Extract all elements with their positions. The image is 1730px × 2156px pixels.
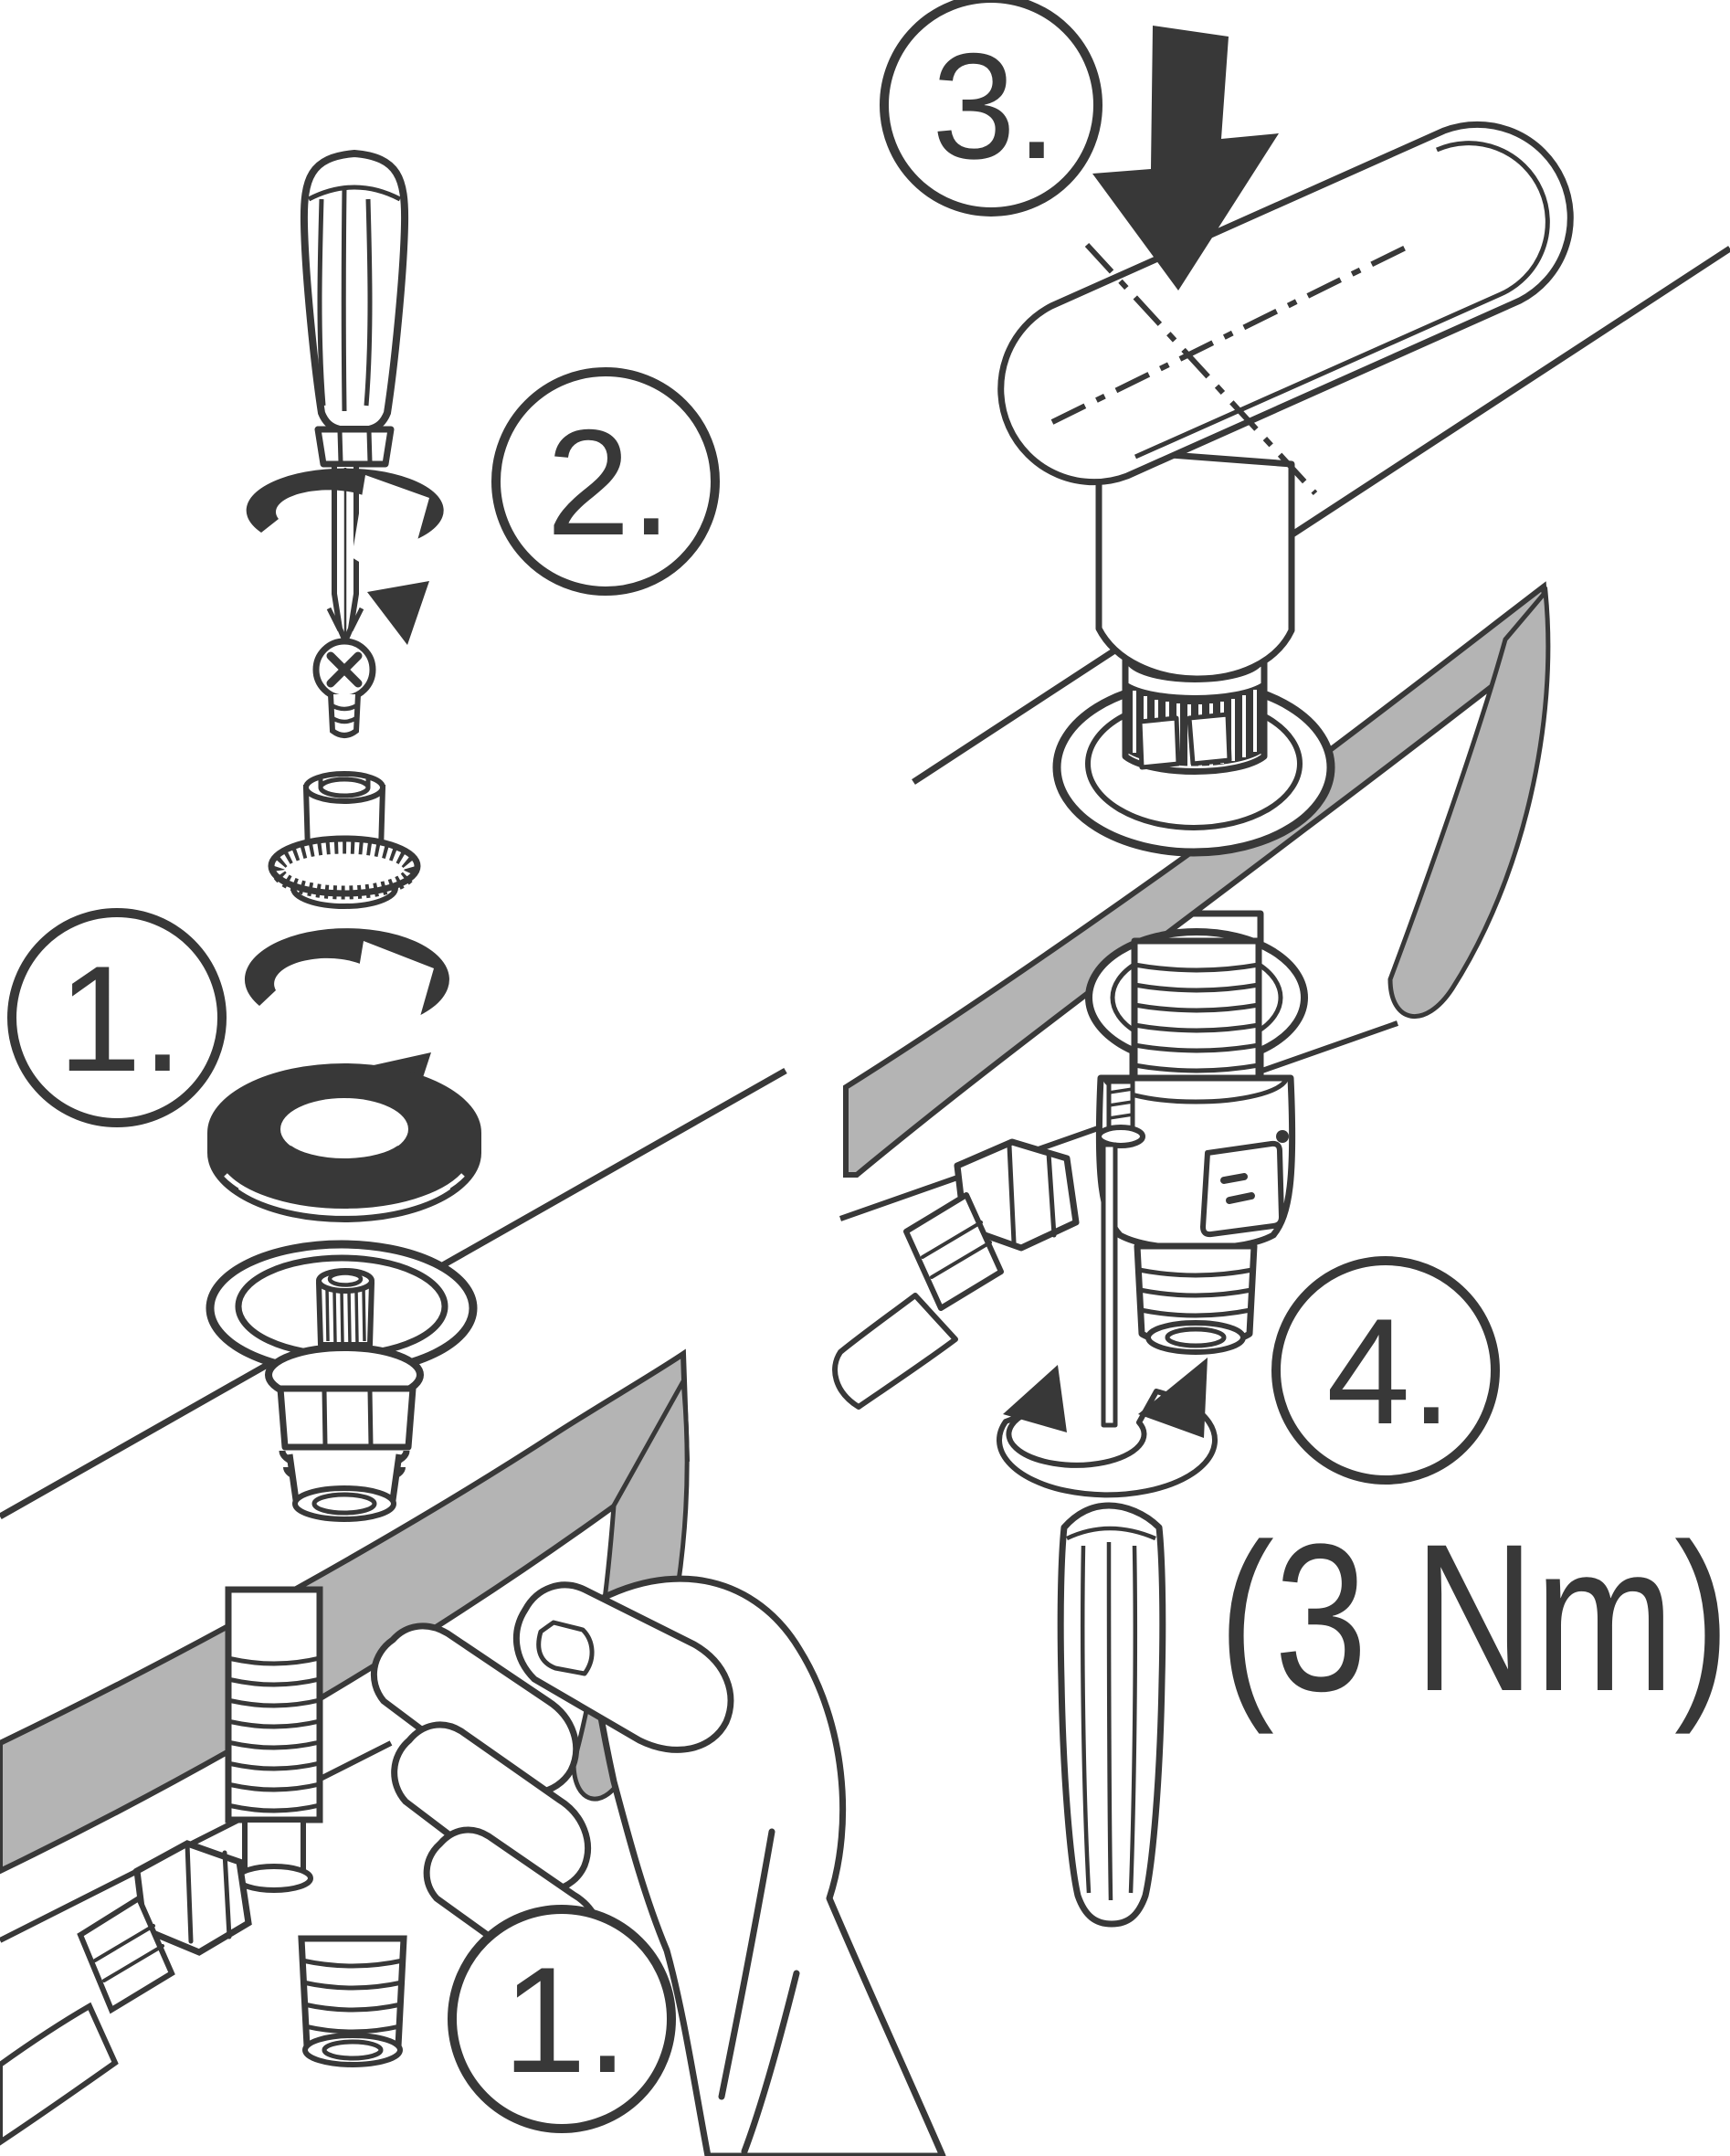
washer-icon [207,1063,481,1222]
handle-flutes [1081,1541,1138,1901]
spec-tag [1200,1140,1284,1238]
cuff-edge-inner [741,1970,800,2155]
cartridge-hex [277,1385,417,1451]
rotation-arrow-ccw-icon [246,468,444,645]
nut-underside [290,887,398,909]
right-counter-gray [843,581,1551,1178]
badge-step-2-unscrew: 2. [491,367,720,596]
middle-finger [391,1721,591,1895]
badge-step-1-hold-shank: 1. [448,1905,676,2133]
badge-label: 2. [546,398,672,566]
sink-bowl-swoosh [1387,586,1551,1019]
handle-cylinder [1095,446,1295,682]
washer-hole [280,1098,408,1160]
hex-facets [185,1841,232,1944]
outlet-threads [300,1958,406,2034]
handle-flutes [317,187,373,412]
wrench-flat-left [1137,715,1181,770]
counter-bottom-edge-line [0,1740,393,1943]
phillips-screw-icon [312,638,376,738]
badge-label: 3. [932,22,1058,190]
sleeve-ridges [93,1924,164,1982]
washer-highlight [224,1173,465,1213]
centerlines [1050,242,1413,496]
screwdriver-ferrule [314,426,395,468]
cuff-edge-outer [718,1828,775,2100]
right-under-counter-2 [832,928,1308,1410]
arrowhead [367,581,429,645]
badge-label: 1. [58,935,184,1103]
left-under-counter-shank [0,1586,407,2146]
wrench-flat-right [1187,712,1232,766]
badge-label: 1. [502,1936,628,2104]
shank-threads [226,1655,322,1813]
screw-body [328,693,361,738]
handle-lever-top [997,121,1574,486]
ribbon-fold [349,941,434,1064]
counter-back-edge-line [912,246,1730,785]
outlet-threads [1136,1267,1255,1318]
thumb-nail [536,1620,595,1676]
ribbon-fold [352,475,429,589]
cartridge-icon [265,1268,424,1522]
index-finger [370,1622,580,1797]
arrowhead-right [1138,1358,1208,1438]
screwdriver-icon [300,150,409,644]
screwdriver-shaft [1101,1142,1118,1428]
stem-splines [325,1287,366,1344]
arrowhead-left [1003,1365,1067,1432]
knurl-texture [270,840,418,900]
screwdriver-tighten-icon [1057,1142,1166,1928]
badge-step-1-parts: 1. [7,908,227,1127]
torque-label: (3 Nm) [1218,1500,1730,1735]
phillips-tip [326,607,364,632]
rotation-arrow-cw-icon [997,1358,1218,1498]
shank-threads-front [1132,962,1261,1073]
outlet-bore [322,2039,384,2061]
faucet-handle-icon [997,121,1574,682]
shank-collar [235,1864,313,1893]
badge-label: 4. [1326,1287,1452,1455]
phillips-slot [326,651,363,688]
supply-hose [0,2002,119,2146]
screw-threads [330,703,359,724]
supply-hose [832,1293,958,1410]
lever-rim-line [1134,141,1550,460]
badge-step-3-press-handle: 3. [880,0,1102,217]
press-down-arrow-icon [1092,26,1279,291]
badge-step-4-tighten: 4. [1271,1256,1500,1485]
tag-marks [1220,1173,1255,1204]
handle-nut [268,771,421,909]
stud-collar [1096,1125,1145,1148]
hand-icon [370,1575,946,2156]
